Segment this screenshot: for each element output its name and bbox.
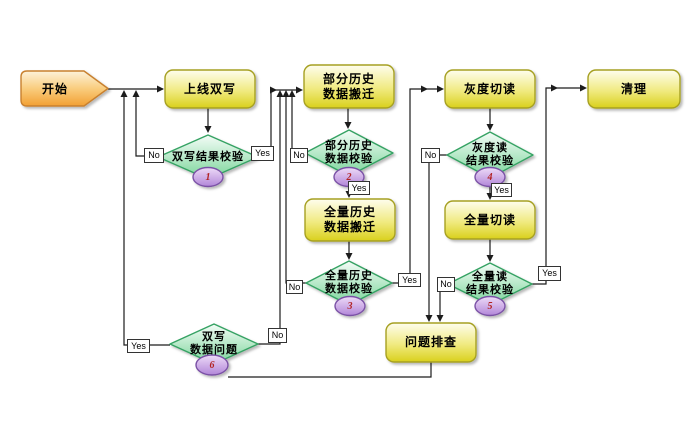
gray-switch-read-shape bbox=[444, 69, 536, 109]
badge-1-shape bbox=[192, 166, 224, 188]
decision-5-yes-label: Yes bbox=[538, 266, 561, 281]
badge-6-shape bbox=[195, 354, 229, 376]
edge-problem-to-d6 bbox=[228, 362, 432, 378]
partial-history-migration-shape bbox=[303, 64, 395, 109]
online-double-write-shape bbox=[164, 69, 256, 109]
decision-3-yes-label: Yes bbox=[398, 273, 421, 287]
badge-4-shape bbox=[474, 166, 506, 188]
badge-3-shape bbox=[334, 295, 366, 317]
decision-1-no-label: No bbox=[144, 148, 164, 163]
full-switch-read-shape bbox=[444, 200, 536, 240]
decision-6-yes-label: Yes bbox=[127, 339, 150, 353]
edge-d3-yes-to-gray bbox=[392, 88, 437, 284]
decision-5-no-label: No bbox=[437, 277, 455, 292]
cleanup-shape bbox=[587, 69, 681, 109]
nodes bbox=[20, 64, 681, 376]
edge-d6-no-up bbox=[258, 97, 281, 345]
decision-2-yes-label: Yes bbox=[348, 181, 370, 195]
edge-d3-no-up bbox=[285, 97, 307, 284]
decision-4-yes-label: Yes bbox=[491, 183, 512, 197]
edge-d6-yes-loop bbox=[123, 97, 170, 346]
problem-investigation-shape bbox=[385, 322, 477, 363]
decision-6-no-label: No bbox=[268, 328, 287, 343]
decision-1-yes-label: Yes bbox=[251, 146, 274, 161]
edge-d5-yes-to-cleanup bbox=[532, 87, 580, 285]
badge-5-shape bbox=[474, 295, 506, 317]
decision-3-no-label: No bbox=[286, 280, 303, 294]
start-node-shape bbox=[20, 70, 109, 107]
decision-4-no-label: No bbox=[421, 148, 440, 163]
decision-2-no-label: No bbox=[290, 148, 308, 163]
edge-d2-no-up bbox=[291, 97, 304, 156]
full-history-migration-shape bbox=[304, 198, 396, 242]
